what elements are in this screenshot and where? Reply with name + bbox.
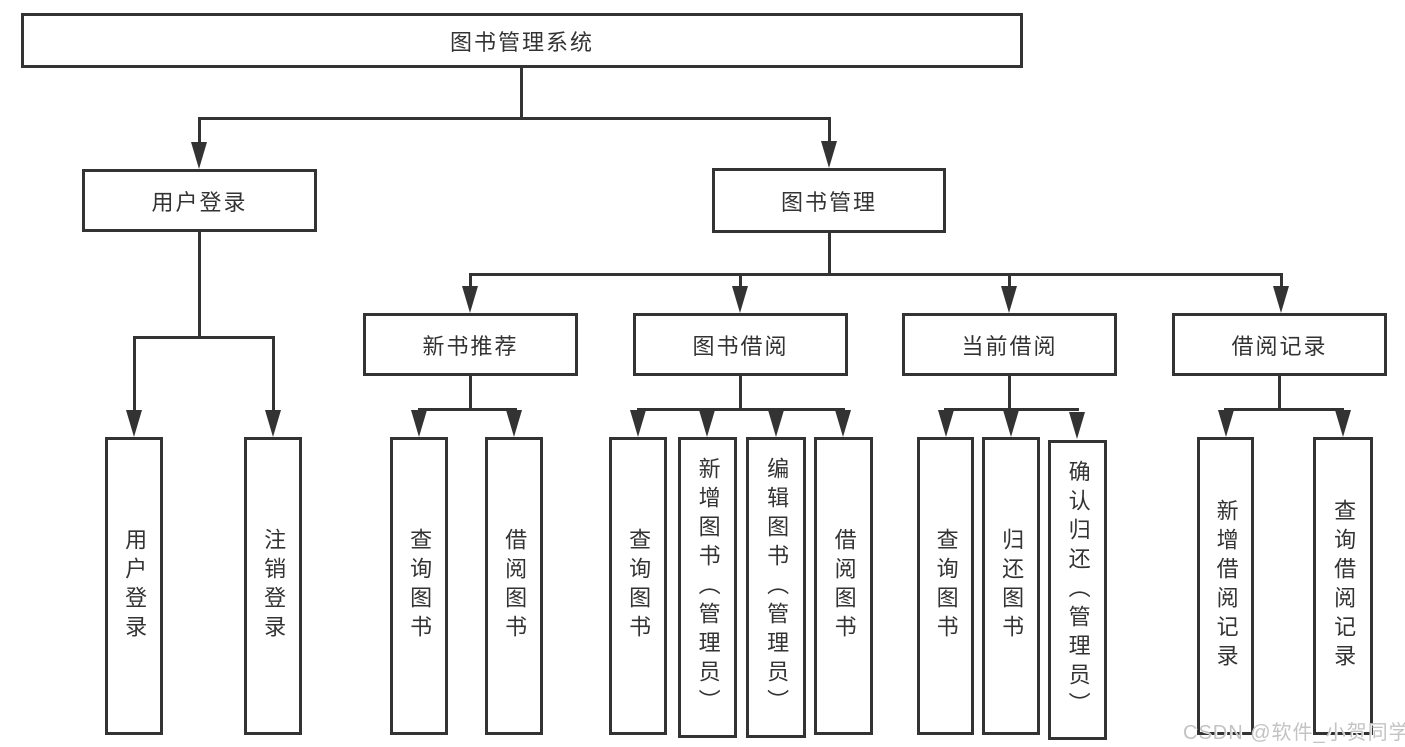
connector-line: [1008, 376, 1011, 410]
connector-line: [1280, 273, 1283, 289]
node-label: 查询图书: [626, 528, 652, 644]
arrowhead: [1001, 286, 1017, 313]
node-label: 确认归还（管理员）: [1065, 459, 1091, 721]
connector-line: [198, 232, 201, 336]
leaf-newbook-borrow: 借阅图书: [485, 437, 543, 735]
leaf-newbook-query: 查询图书: [390, 437, 448, 735]
connector-line: [133, 336, 275, 339]
arrowhead: [630, 410, 646, 437]
node-user-login: 用户登录: [82, 169, 317, 232]
leaf-borrow-add-admin: 新增图书（管理员）: [678, 437, 737, 738]
connector-line: [1224, 408, 1344, 411]
node-book-borrow: 图书借阅: [633, 313, 848, 376]
node-label: 查询借阅记录: [1331, 499, 1357, 673]
node-label: 新增借阅记录: [1213, 499, 1239, 673]
arrowhead: [821, 141, 837, 168]
leaf-current-return: 归还图书: [982, 437, 1040, 735]
connector-line: [1278, 376, 1281, 410]
node-label: 借阅记录: [1231, 333, 1328, 359]
arrowhead: [1003, 410, 1019, 437]
connector-line: [739, 273, 742, 289]
leaf-logout: 注销登录: [244, 437, 302, 735]
leaf-record-query: 查询借阅记录: [1313, 437, 1373, 735]
node-label: 查询图书: [407, 528, 433, 644]
leaf-borrow-query: 查询图书: [609, 437, 667, 735]
arrowhead: [938, 410, 954, 437]
node-label: 图书借阅: [692, 333, 789, 359]
arrowhead: [699, 410, 715, 437]
leaf-current-query: 查询图书: [917, 437, 974, 735]
connector-line: [739, 376, 742, 410]
leaf-current-confirm-admin: 确认归还（管理员）: [1048, 440, 1107, 740]
leaf-record-add: 新增借阅记录: [1197, 437, 1254, 735]
node-label: 图书管理: [780, 189, 877, 215]
arrowhead: [1069, 412, 1085, 439]
node-current-borrow: 当前借阅: [902, 313, 1117, 376]
connector-line: [198, 117, 201, 145]
connector-line: [469, 273, 1283, 276]
node-label: 新书推荐: [422, 333, 519, 359]
node-label: 借阅图书: [831, 528, 857, 644]
connector-line: [520, 68, 523, 117]
node-book-management: 图书管理: [712, 168, 946, 233]
node-label: 注销登录: [261, 528, 287, 644]
node-label: 编辑图书（管理员）: [764, 457, 790, 718]
node-new-book-recommend: 新书推荐: [363, 313, 578, 376]
node-label: 查询图书: [933, 528, 959, 644]
arrowhead: [126, 410, 142, 437]
arrowhead: [411, 410, 427, 437]
arrowhead: [506, 410, 522, 437]
node-label: 新增图书（管理员）: [695, 457, 721, 718]
arrowhead: [1273, 286, 1289, 313]
arrowhead: [265, 410, 281, 437]
csdn-watermark: CSDN @软件_小贺同学: [1183, 722, 1405, 744]
connector-line: [469, 273, 472, 289]
arrowhead: [191, 142, 207, 169]
node-label: 用户登录: [151, 189, 248, 215]
arrowhead: [835, 410, 851, 437]
connector-line: [198, 117, 831, 120]
connector-line: [637, 408, 845, 411]
node-library-system: 图书管理系统: [21, 13, 1023, 68]
node-label: 借阅图书: [502, 528, 528, 644]
node-label: 图书管理系统: [449, 29, 594, 55]
arrowhead: [462, 286, 478, 313]
arrowhead: [1218, 410, 1234, 437]
arrowhead: [732, 286, 748, 313]
connector-line: [469, 376, 472, 410]
leaf-borrow-edit-admin: 编辑图书（管理员）: [746, 437, 806, 738]
node-label: 用户登录: [122, 528, 148, 644]
connector-line: [828, 233, 831, 275]
node-label: 当前借阅: [961, 333, 1058, 359]
leaf-borrow-borrow: 借阅图书: [814, 437, 873, 735]
connector-line: [828, 117, 831, 145]
leaf-user-login: 用户登录: [105, 437, 163, 735]
connector-line: [133, 336, 136, 412]
node-label: 归还图书: [999, 528, 1025, 644]
connector-line: [272, 336, 275, 412]
node-borrow-record: 借阅记录: [1172, 313, 1387, 376]
connector-line: [1008, 273, 1011, 289]
arrowhead: [1335, 410, 1351, 437]
connector-line: [418, 408, 517, 411]
arrowhead: [768, 410, 784, 437]
connector-line: [944, 408, 1079, 411]
